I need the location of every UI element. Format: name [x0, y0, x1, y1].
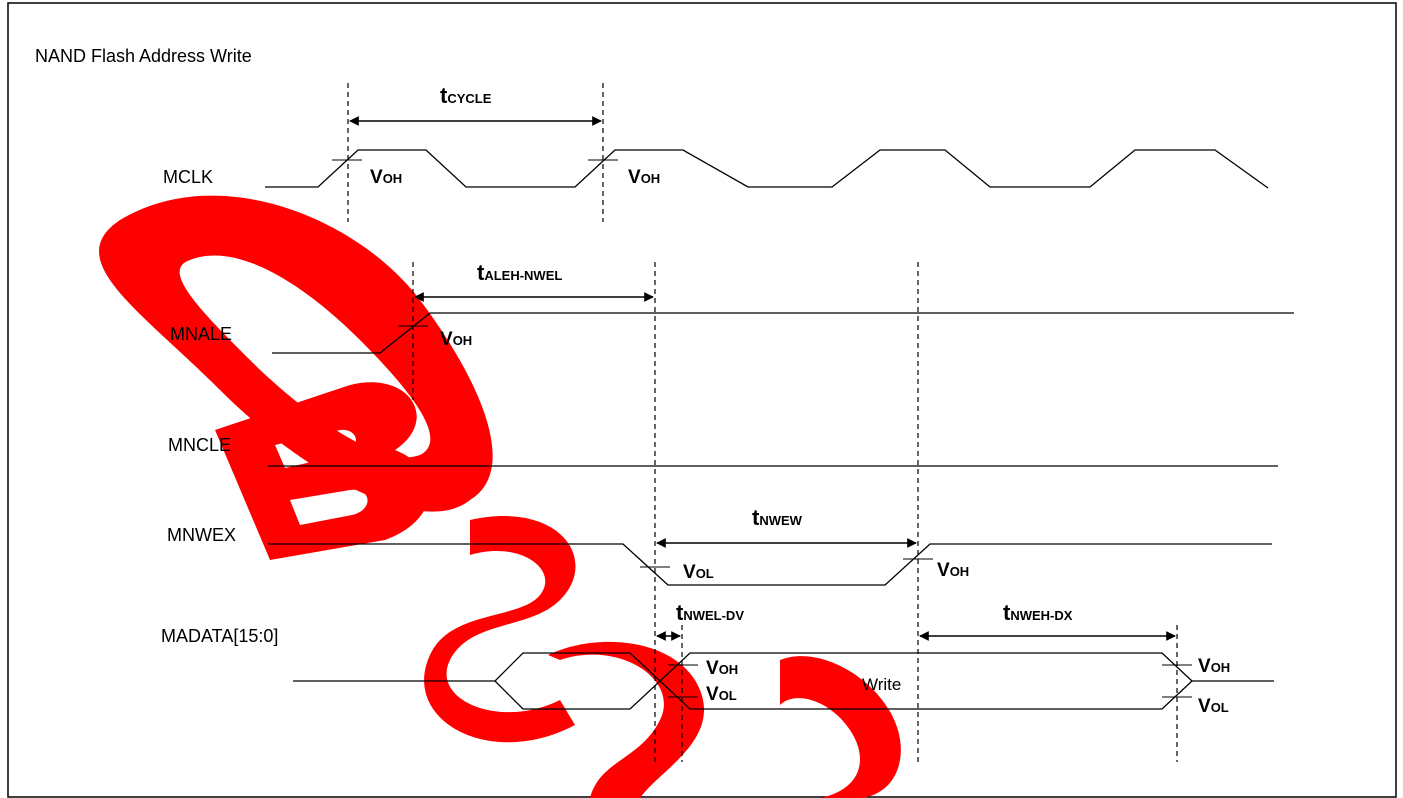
label-vol-mnwex: VOL — [683, 562, 714, 583]
madata-waveform — [293, 652, 1274, 710]
signal-label-mclk: MCLK — [163, 167, 213, 187]
signal-label-mnale: MNALE — [170, 324, 232, 344]
signal-label-madata: MADATA[15:0] — [161, 626, 278, 646]
watermark-letter-o2 — [780, 656, 901, 798]
label-voh-data-start: VOH — [706, 658, 738, 679]
threshold-ticks — [332, 159, 1192, 698]
obsolete-watermark — [99, 195, 901, 798]
label-t-nwew: tNWEW — [752, 505, 803, 530]
mnale-waveform — [272, 312, 1294, 354]
label-vol-data-end: VOL — [1198, 696, 1229, 717]
signal-label-mnwex: MNWEX — [167, 525, 236, 545]
watermark-letter-o — [99, 195, 493, 512]
label-voh-mclk-1: VOH — [370, 167, 402, 188]
signal-label-mncle: MNCLE — [168, 435, 231, 455]
label-write-data: Write — [862, 675, 901, 694]
label-t-nweh-dx: tNWEH-DX — [1003, 600, 1073, 625]
label-t-cycle: tCYCLE — [440, 83, 492, 108]
diagram-border — [7, 2, 1397, 798]
diagram-title: NAND Flash Address Write — [35, 46, 252, 66]
label-voh-mnwex: VOH — [937, 560, 969, 581]
label-t-aleh-nwel: tALEH-NWEL — [477, 260, 562, 285]
label-t-nwel-dv: tNWEL-DV — [676, 600, 744, 625]
watermark-letter-b — [215, 382, 430, 560]
mclk-waveform — [265, 149, 1269, 189]
label-vol-data-start: VOL — [706, 684, 737, 705]
watermark-letter-s1 — [424, 516, 576, 743]
watermark-letter-s2 — [548, 641, 705, 798]
mnwex-waveform — [268, 543, 1272, 586]
label-voh-mnale: VOH — [440, 329, 472, 350]
label-voh-data-end: VOH — [1198, 656, 1230, 677]
label-voh-mclk-2: VOH — [628, 167, 660, 188]
